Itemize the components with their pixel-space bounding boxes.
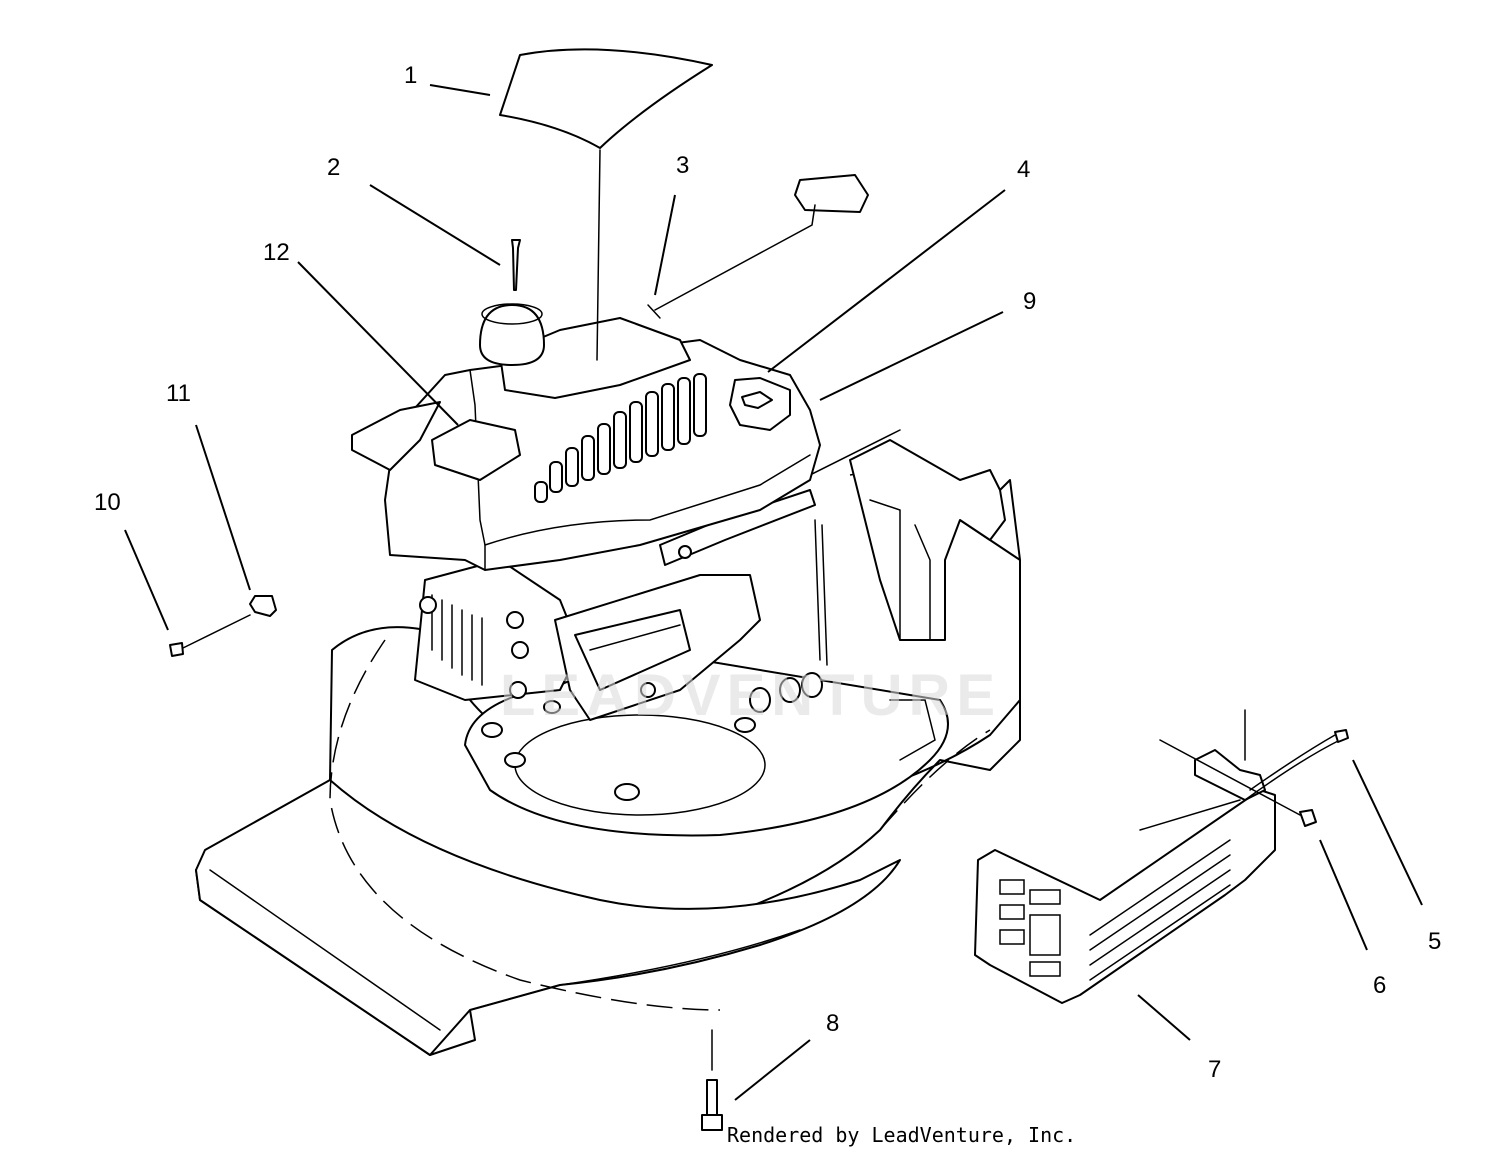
callout-7: 7 (1208, 1056, 1221, 1083)
leader-lines (124, 84, 1423, 1101)
callout-labels: 1 2 3 4 5 6 7 8 9 10 11 12 (94, 62, 1441, 1083)
cooling-fins (431, 594, 483, 686)
engine-assembly (351, 303, 901, 721)
clip-part-11 (249, 595, 277, 617)
callout-12: 12 (263, 239, 290, 266)
deck-bosses (481, 672, 823, 801)
mower-deck (195, 439, 1021, 1056)
screw-part-10 (169, 614, 251, 657)
credit-text: Rendered by LeadVenture, Inc. (727, 1123, 1076, 1147)
callout-9: 9 (1023, 288, 1036, 315)
starter-handle-part-3 (647, 174, 869, 319)
bolt-part-8 (701, 1029, 723, 1131)
callout-4: 4 (1017, 156, 1030, 183)
shield-slots (999, 799, 1241, 981)
callout-11: 11 (166, 380, 191, 407)
callout-5: 5 (1428, 928, 1441, 955)
callout-8: 8 (826, 1010, 839, 1037)
screw-part-6 (1159, 739, 1317, 827)
decal-part-1 (499, 48, 713, 149)
watermark: LEADVENTURE (500, 663, 1001, 728)
callout-3: 3 (676, 152, 689, 179)
screw-part-2 (511, 239, 521, 291)
shield-part-7 (974, 749, 1276, 1004)
callout-1: 1 (404, 62, 417, 89)
callout-2: 2 (327, 154, 340, 181)
shroud-louvers (534, 373, 707, 503)
callout-10: 10 (94, 489, 121, 516)
callout-6: 6 (1373, 972, 1386, 999)
cable-part-5 (1244, 709, 1349, 801)
